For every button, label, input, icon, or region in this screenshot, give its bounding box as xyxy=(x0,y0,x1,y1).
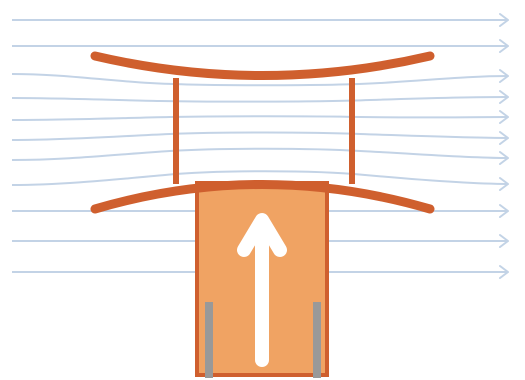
right-chevron-icon xyxy=(499,151,509,165)
right-chevron-icon xyxy=(499,110,509,124)
cap-top-plate xyxy=(90,51,435,80)
streamline xyxy=(11,147,509,161)
right-chevron-icon xyxy=(499,204,509,218)
up-arrow-icon xyxy=(237,213,287,367)
streamline xyxy=(11,170,509,186)
cap-bottom-plate xyxy=(90,180,435,214)
chimney-stack xyxy=(195,181,329,378)
streamline xyxy=(11,131,509,141)
collar-right xyxy=(313,302,321,378)
right-chevron-icon xyxy=(499,177,509,191)
right-chevron-icon xyxy=(499,234,509,248)
right-chevron-icon xyxy=(499,90,509,104)
collar-left xyxy=(205,302,213,378)
right-chevron-icon xyxy=(499,13,509,27)
streamline xyxy=(11,96,509,103)
right-chevron-icon xyxy=(499,131,509,145)
chimney-cap xyxy=(90,51,435,214)
right-chevron-icon xyxy=(499,265,509,279)
streamline xyxy=(11,115,509,121)
right-chevron-icon xyxy=(499,39,509,53)
streamline xyxy=(11,73,509,87)
right-chevron-icon xyxy=(499,69,509,83)
wind-direction-arrowheads xyxy=(499,13,509,279)
